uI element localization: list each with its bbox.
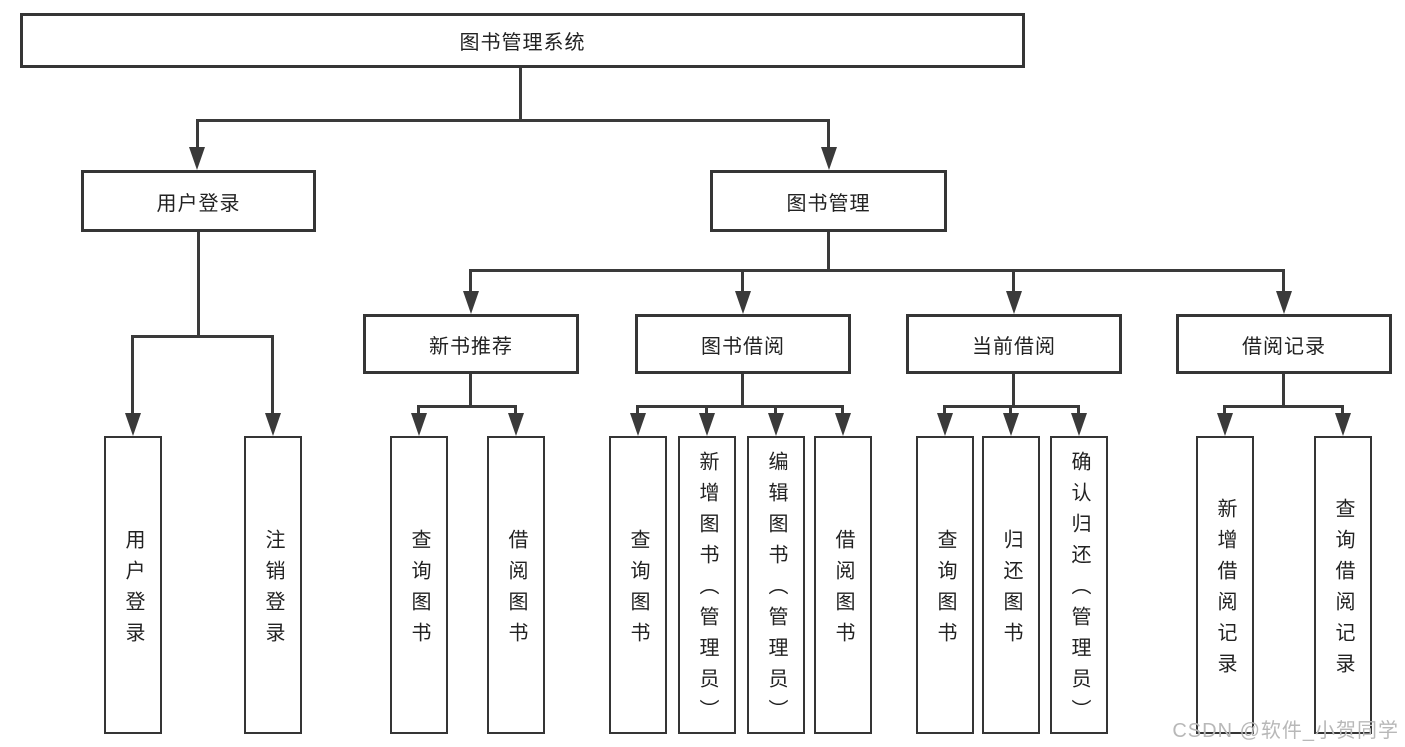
leaf-add-books-admin: 新增图书（管理员） bbox=[678, 436, 736, 734]
arrow-down-icon bbox=[768, 413, 784, 436]
connector-line bbox=[197, 232, 200, 337]
leaf-borrow-books-borrowing: 借阅图书 bbox=[814, 436, 872, 734]
leaf-label: 确认归还（管理员） bbox=[1068, 451, 1090, 730]
connector-line bbox=[774, 405, 777, 417]
arrow-down-icon bbox=[1276, 291, 1292, 314]
connector-line bbox=[271, 335, 274, 415]
connector-line bbox=[469, 269, 472, 295]
connector-line bbox=[417, 405, 420, 417]
arrow-down-icon bbox=[821, 147, 837, 170]
arrow-down-icon bbox=[937, 413, 953, 436]
leaf-edit-books-admin: 编辑图书（管理员） bbox=[747, 436, 805, 734]
connector-line bbox=[1341, 405, 1344, 417]
leaf-label: 查询图书 bbox=[934, 528, 956, 653]
arrow-down-icon bbox=[699, 413, 715, 436]
arrow-down-icon bbox=[1071, 413, 1087, 436]
leaf-label: 注销登录 bbox=[262, 528, 284, 653]
leaf-label: 编辑图书（管理员） bbox=[765, 451, 787, 730]
arrow-down-icon bbox=[265, 413, 281, 436]
node-current-borrowing: 当前借阅 bbox=[906, 314, 1122, 374]
arrow-down-icon bbox=[125, 413, 141, 436]
connector-line bbox=[827, 232, 830, 271]
leaf-label: 用户登录 bbox=[122, 528, 144, 653]
connector-line bbox=[131, 335, 134, 415]
leaf-confirm-return-admin: 确认归还（管理员） bbox=[1050, 436, 1108, 734]
node-book-borrowing: 图书借阅 bbox=[635, 314, 851, 374]
arrow-down-icon bbox=[411, 413, 427, 436]
csdn-watermark: CSDN @软件_小贺同学 bbox=[1172, 720, 1399, 742]
arrow-down-icon bbox=[1003, 413, 1019, 436]
leaf-label: 归还图书 bbox=[1000, 528, 1022, 653]
connector-line bbox=[1282, 374, 1285, 407]
connector-line bbox=[1077, 405, 1080, 417]
connector-line bbox=[1223, 405, 1344, 408]
node-root-library-system: 图书管理系统 bbox=[20, 13, 1025, 68]
arrow-down-icon bbox=[463, 291, 479, 314]
node-label: 图书借阅 bbox=[701, 335, 785, 358]
connector-line bbox=[741, 374, 744, 407]
node-book-management: 图书管理 bbox=[710, 170, 947, 232]
connector-line bbox=[636, 405, 639, 417]
connector-line bbox=[196, 119, 830, 122]
node-label: 用户登录 bbox=[156, 192, 241, 215]
node-label: 图书管理 bbox=[786, 192, 871, 215]
leaf-label: 借阅图书 bbox=[505, 528, 527, 653]
leaf-query-books-recommend: 查询图书 bbox=[390, 436, 448, 734]
arrow-down-icon bbox=[1006, 291, 1022, 314]
leaf-query-books-current: 查询图书 bbox=[916, 436, 974, 734]
connector-line bbox=[196, 119, 199, 151]
connector-line bbox=[417, 405, 517, 408]
leaf-add-borrow-record: 新增借阅记录 bbox=[1196, 436, 1254, 734]
arrow-down-icon bbox=[1335, 413, 1351, 436]
connector-line bbox=[827, 119, 830, 151]
arrow-down-icon bbox=[735, 291, 751, 314]
arrow-down-icon bbox=[630, 413, 646, 436]
leaf-borrow-books-recommend: 借阅图书 bbox=[487, 436, 545, 734]
leaf-query-borrow-record: 查询借阅记录 bbox=[1314, 436, 1372, 734]
node-borrowing-records: 借阅记录 bbox=[1176, 314, 1392, 374]
leaf-user-login: 用户登录 bbox=[104, 436, 162, 734]
connector-line bbox=[1009, 405, 1012, 417]
node-label: 图书管理系统 bbox=[459, 32, 586, 54]
connector-line bbox=[514, 405, 517, 417]
arrow-down-icon bbox=[1217, 413, 1233, 436]
connector-line bbox=[131, 335, 274, 338]
connector-line bbox=[636, 405, 844, 408]
leaf-label: 查询借阅记录 bbox=[1332, 497, 1354, 684]
connector-line bbox=[705, 405, 708, 417]
leaf-label: 查询图书 bbox=[627, 528, 649, 653]
connector-line bbox=[741, 269, 744, 295]
node-label: 新书推荐 bbox=[429, 335, 513, 358]
arrow-down-icon bbox=[835, 413, 851, 436]
connector-line bbox=[469, 374, 472, 407]
connector-line bbox=[943, 405, 946, 417]
connector-line bbox=[841, 405, 844, 417]
connector-line bbox=[1223, 405, 1226, 417]
node-new-book-recommend: 新书推荐 bbox=[363, 314, 579, 374]
connector-line bbox=[1282, 269, 1285, 295]
leaf-logout: 注销登录 bbox=[244, 436, 302, 734]
arrow-down-icon bbox=[508, 413, 524, 436]
leaf-query-books-borrowing: 查询图书 bbox=[609, 436, 667, 734]
leaf-label: 新增图书（管理员） bbox=[696, 451, 718, 730]
leaf-label: 查询图书 bbox=[408, 528, 430, 653]
connector-line bbox=[1012, 269, 1015, 295]
node-user-login: 用户登录 bbox=[81, 170, 316, 232]
node-label: 当前借阅 bbox=[972, 335, 1056, 358]
leaf-return-books: 归还图书 bbox=[982, 436, 1040, 734]
leaf-label: 借阅图书 bbox=[832, 528, 854, 653]
arrow-down-icon bbox=[189, 147, 205, 170]
node-label: 借阅记录 bbox=[1242, 335, 1326, 358]
leaf-label: 新增借阅记录 bbox=[1214, 497, 1236, 684]
connector-line bbox=[519, 68, 522, 121]
connector-line bbox=[469, 269, 1285, 272]
connector-line bbox=[1012, 374, 1015, 407]
